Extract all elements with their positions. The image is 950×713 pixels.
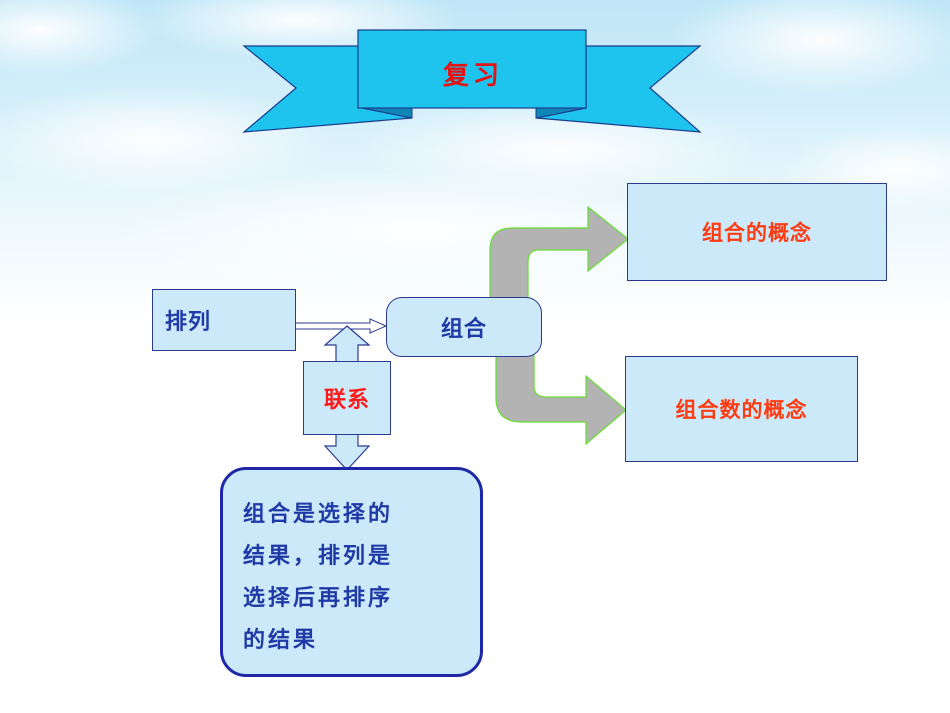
pailie-label: 排列 — [165, 310, 212, 335]
title-ribbon — [242, 29, 702, 133]
note-line: 组合是选择的 — [243, 502, 394, 527]
sky-background — [0, 0, 950, 290]
zuhe-label: 组合 — [440, 317, 487, 342]
lianxi-box: 联系 — [303, 361, 391, 435]
note-line: 的结果 — [243, 628, 319, 653]
pailie-box: 排列 — [152, 289, 296, 351]
zuhe-box: 组合 — [386, 297, 542, 357]
explanation-box: 组合是选择的 结果，排列是 选择后再排序 的结果 — [220, 467, 483, 677]
curved-arrow-down — [495, 351, 627, 446]
curved-arrow-up — [489, 205, 629, 301]
concept-combination-box: 组合的概念 — [627, 183, 887, 281]
concept-combination-number-box: 组合数的概念 — [625, 356, 858, 462]
thin-arrow — [287, 318, 388, 334]
note-line: 选择后再排序 — [243, 586, 394, 611]
ribbon-title: 复习 — [442, 60, 503, 91]
concept-combination-number-label: 组合数的概念 — [675, 398, 808, 422]
note-line: 结果，排列是 — [243, 544, 394, 569]
concept-combination-label: 组合的概念 — [702, 221, 812, 245]
lianxi-label: 联系 — [323, 388, 370, 413]
ribbon-center — [357, 29, 587, 109]
